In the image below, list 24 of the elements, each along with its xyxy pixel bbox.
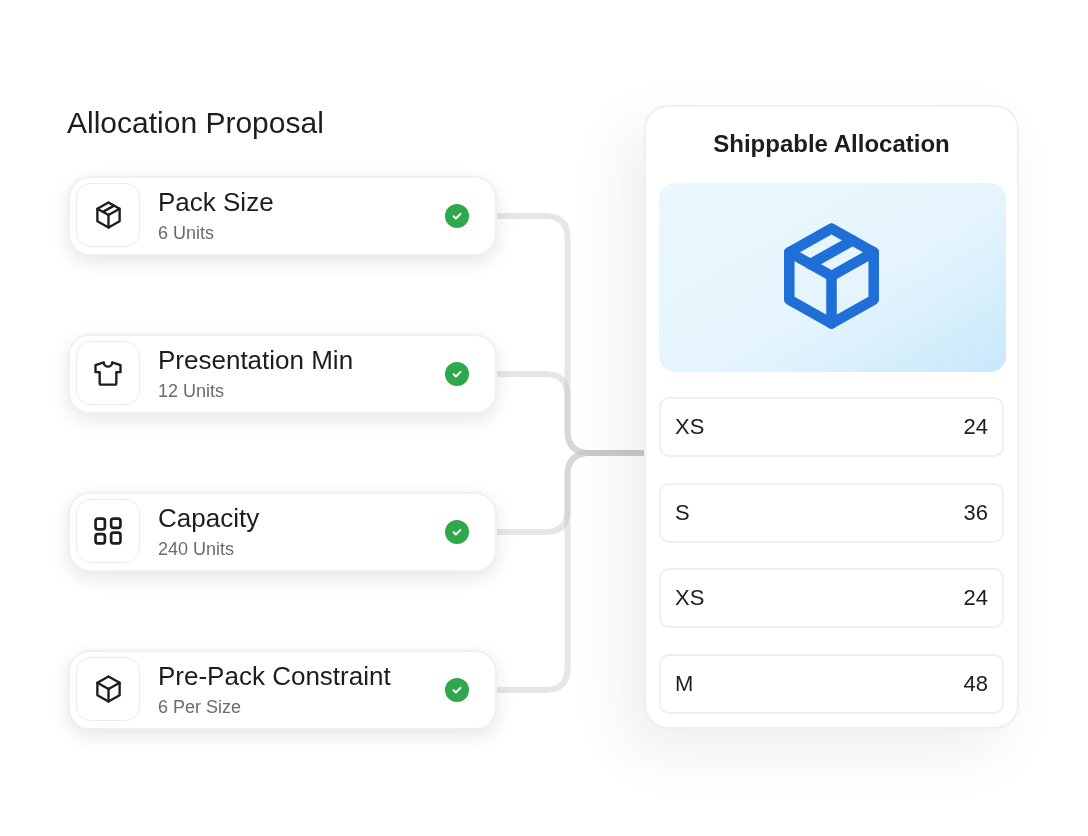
quantity-value: 24 (963, 585, 988, 611)
allocation-panel (644, 105, 1019, 729)
constraint-card (68, 492, 497, 572)
card-title: Pre-Pack Constraint (158, 661, 391, 691)
card-detail: 12 Units (158, 380, 225, 402)
illustration-panel (659, 183, 1006, 372)
constraint-card (68, 176, 497, 256)
panel-heading: Shippable Allocation (713, 129, 950, 159)
constraint-card (68, 334, 497, 414)
quantity-value: 48 (963, 671, 988, 697)
card-detail: 6 Units (158, 222, 215, 244)
constraint-card (68, 650, 497, 730)
size-label: S (675, 500, 690, 526)
quantity-value: 24 (963, 414, 988, 440)
size-label: M (675, 671, 694, 697)
size-label: XS (675, 585, 705, 611)
quantity-value: 36 (963, 500, 988, 526)
card-detail: 6 Per Size (158, 696, 242, 718)
card-detail: 240 Units (158, 538, 235, 560)
size-label: XS (675, 414, 705, 440)
diagram-title: Allocation Proposal (67, 105, 324, 141)
card-title: Pack Size (158, 187, 274, 217)
card-title: Capacity (158, 503, 260, 533)
card-title: Presentation Min (158, 345, 354, 375)
